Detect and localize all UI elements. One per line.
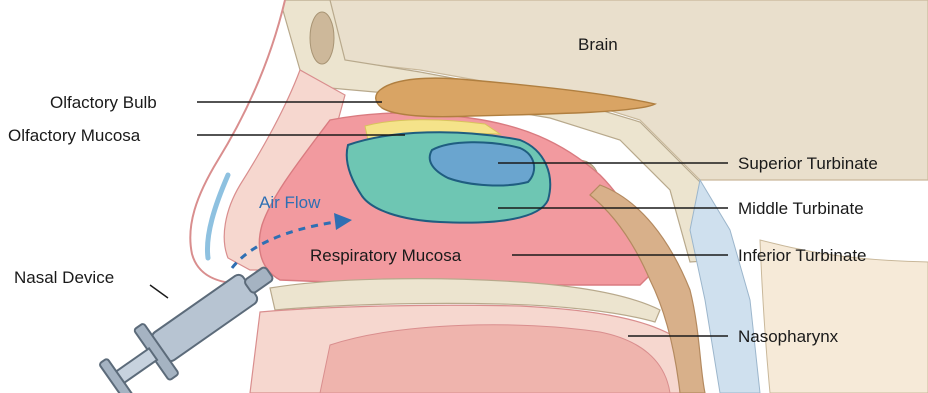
- label-inferior-turbinate: Inferior Turbinate: [738, 246, 867, 265]
- label-air-flow: Air Flow: [259, 193, 321, 212]
- label-olfactory-mucosa: Olfactory Mucosa: [8, 126, 141, 145]
- label-nasal-device: Nasal Device: [14, 268, 114, 287]
- frontal-sinus: [310, 12, 334, 64]
- label-superior-turbinate: Superior Turbinate: [738, 154, 878, 173]
- label-middle-turbinate: Middle Turbinate: [738, 199, 864, 218]
- label-respiratory-mucosa: Respiratory Mucosa: [310, 246, 462, 265]
- label-olfactory-bulb: Olfactory Bulb: [50, 93, 157, 112]
- label-nasopharynx: Nasopharynx: [738, 327, 839, 346]
- label-brain: Brain: [578, 35, 618, 54]
